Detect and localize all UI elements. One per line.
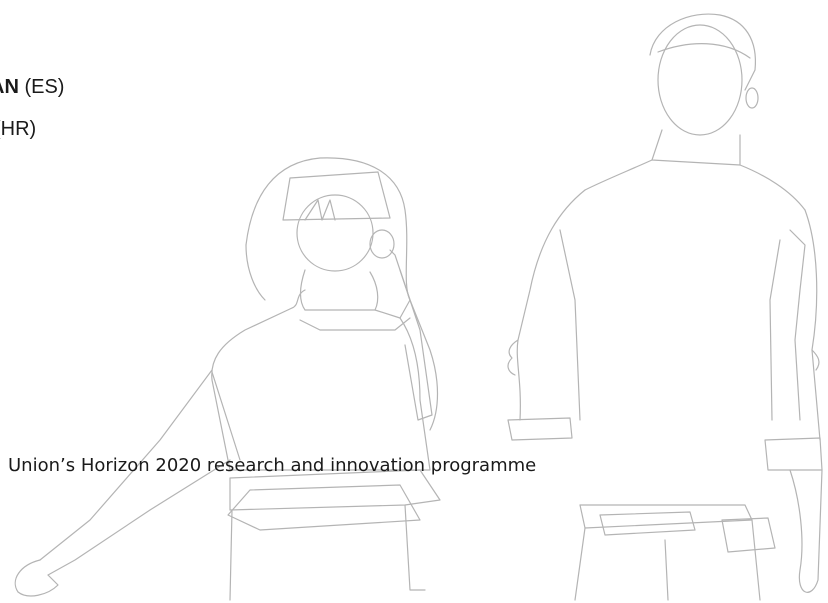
funding-statement: Union’s Horizon 2020 research and innova…	[8, 455, 537, 476]
partner-line-2: (HR)	[0, 118, 36, 141]
right-figure	[507, 13, 823, 601]
partner-line-1: AN (ES)	[0, 76, 64, 99]
partner-country: (HR)	[0, 118, 37, 140]
partner-name-fragment: AN	[0, 76, 19, 98]
left-figure	[14, 157, 441, 601]
partner-country: (ES)	[24, 76, 65, 98]
